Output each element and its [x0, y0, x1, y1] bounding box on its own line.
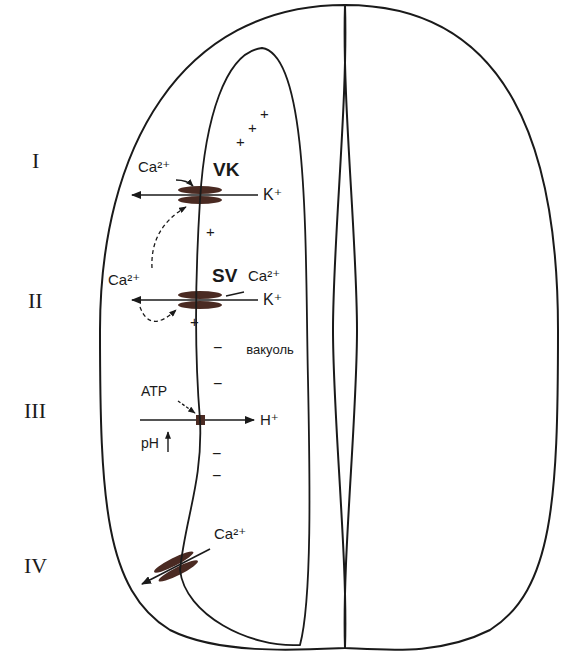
energy-label: ATP: [141, 384, 167, 398]
ion-label: K⁺: [263, 292, 282, 308]
ion-label: H⁺: [260, 412, 279, 427]
guard-cell-wall: [345, 5, 558, 650]
ion-label: Ca²⁺: [248, 268, 280, 283]
ion-label: Ca²⁺: [138, 159, 170, 174]
ion-label: Ca²⁺: [108, 272, 140, 287]
charge-sign: −: [213, 376, 222, 392]
dashed-arrow: [140, 307, 176, 321]
row-numeral: II: [28, 290, 43, 312]
charge-sign: +: [260, 106, 269, 121]
charge-sign: +: [236, 134, 245, 149]
vacuole-region: вакуоль: [178, 44, 314, 652]
ion-label: K⁺: [263, 187, 282, 203]
channel-name: SV: [212, 266, 237, 285]
vacuole-label: вакуоль: [246, 343, 293, 356]
flux-arrow: [132, 194, 258, 196]
ph-arrow: [167, 432, 168, 452]
channel-symbol: [178, 291, 222, 299]
flux-arrow: [226, 292, 244, 296]
dashed-arrow: [178, 401, 195, 413]
charge-sign: +: [206, 224, 215, 239]
row-numeral: III: [24, 400, 46, 422]
flux-arrow: [176, 180, 193, 186]
charge-sign: +: [190, 314, 199, 329]
charge-sign: +: [248, 120, 257, 135]
ph-label: pH: [141, 436, 159, 450]
charge-sign: −: [212, 446, 221, 462]
channel-name: VK: [213, 160, 239, 179]
charge-sign: −: [212, 468, 221, 484]
guard-cell-wall: [100, 5, 345, 650]
row-numeral: I: [32, 150, 39, 172]
flux-arrow: [132, 299, 258, 301]
flux-arrow: [142, 549, 210, 584]
charge-sign: −: [213, 340, 222, 356]
vacuole-membrane: [180, 48, 310, 645]
channel-symbol: [178, 301, 222, 309]
dashed-arrow: [152, 207, 186, 268]
row-numeral: IV: [24, 555, 47, 577]
ion-label: Ca²⁺: [214, 526, 246, 541]
